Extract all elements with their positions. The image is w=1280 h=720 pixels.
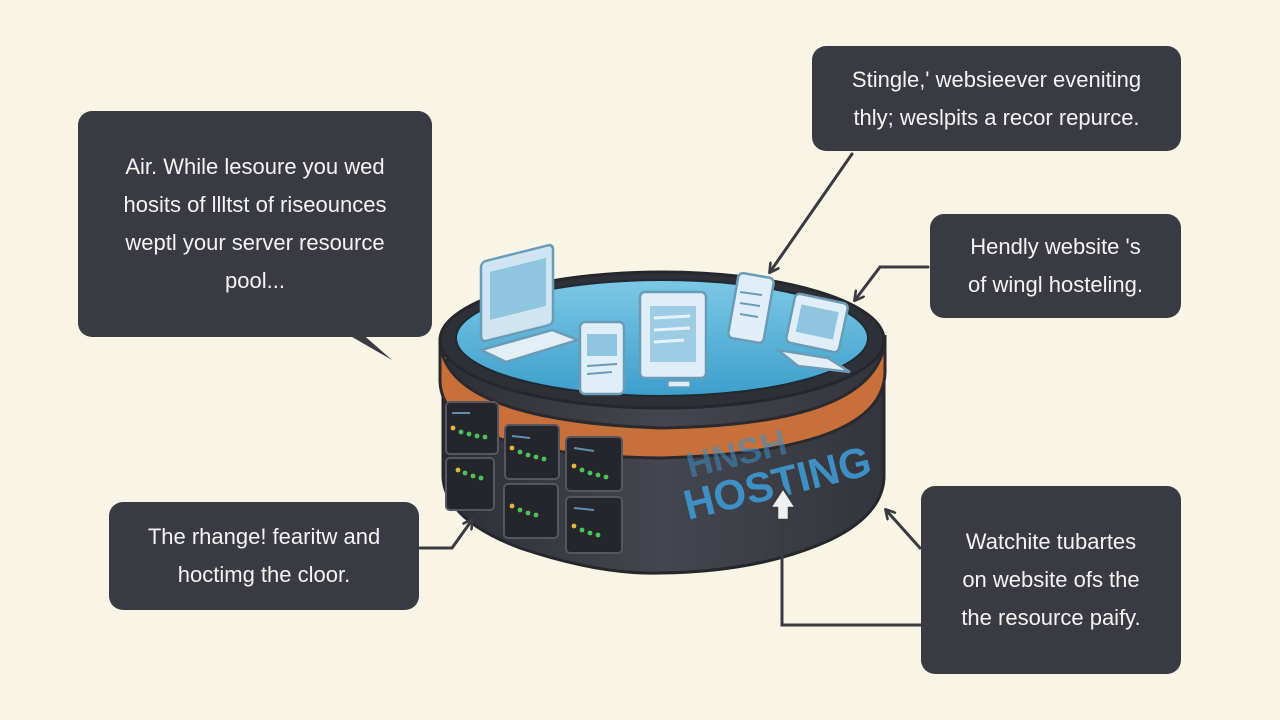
callout-tail [340, 330, 392, 360]
callout-top-left: Air. While lesoure you wed hosits of lll… [78, 111, 432, 337]
callout-mid-right-text: Hendly website 's of wingl hosteling. [968, 234, 1143, 297]
laptop-icon-right [773, 292, 851, 374]
callout-top-right: Stingle,' websieever eveniting thly; wes… [812, 46, 1181, 151]
tablet-icon [578, 320, 626, 396]
callout-bottom-right: Watchite tubartes on website ofs the the… [921, 486, 1181, 674]
arrow-icon [418, 152, 930, 627]
document-icon [727, 271, 775, 345]
up-arrow-icon [767, 485, 799, 522]
monitor-icon [638, 290, 708, 388]
server-rack-icon [445, 401, 623, 554]
callout-top-left-text: Air. While lesoure you wed hosits of lll… [123, 154, 387, 293]
callout-top-right-text: Stingle,' websieever eveniting thly; wes… [851, 66, 1142, 130]
callout-bottom-right-text: Watchite tubartes on website ofs the the… [961, 529, 1141, 630]
callout-mid-right: Hendly website 's of wingl hosteling. [930, 214, 1181, 318]
laptop-icon [477, 243, 582, 364]
callout-bottom-left-text: The rhange! fearitw and hoctimg the cloo… [147, 524, 381, 587]
callout-bottom-left: The rhange! fearitw and hoctimg the cloo… [109, 502, 419, 610]
